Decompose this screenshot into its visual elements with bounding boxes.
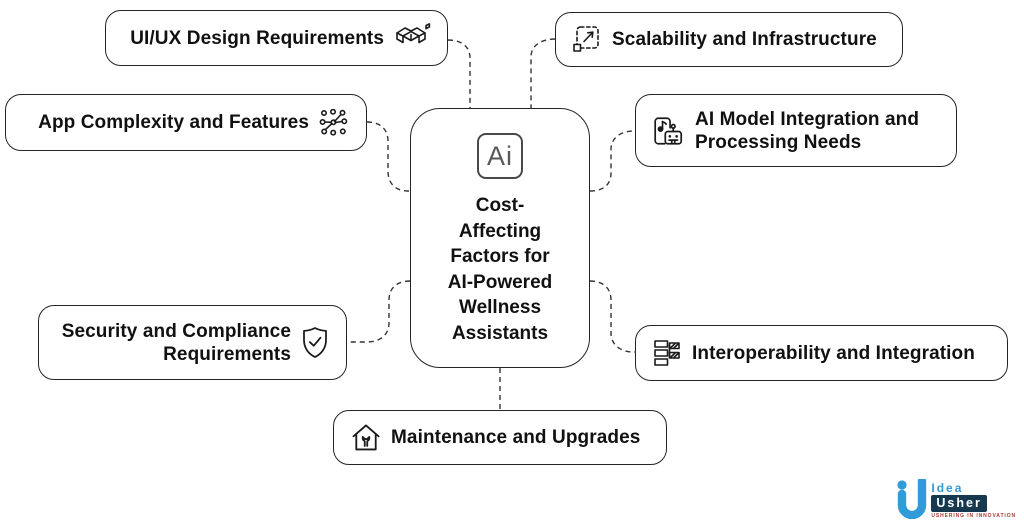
idea-usher-wordmark: Idea Usher USHERING IN INNOVATION: [931, 482, 1016, 519]
connector-aimodel-center: [589, 130, 635, 192]
central-title-line: Factors for: [450, 246, 550, 267]
central-title-line: Assistants: [451, 322, 549, 344]
node-label: Interoperability and Integration: [692, 342, 975, 364]
central-title-line: Wellness: [458, 297, 542, 318]
node-label: Scalability and Infrastructure: [612, 29, 877, 50]
isometric-m-icon: [396, 23, 431, 44]
network-graph-icon: [319, 109, 348, 136]
node-maintenance-upgrades: Maintenance and Upgrades: [333, 410, 667, 465]
node-label: UI/UX Design Requirements: [130, 27, 384, 49]
node-scalability-infrastructure: Scalability and Infrastructure: [555, 12, 903, 67]
central-title-line: Affecting: [458, 220, 542, 242]
connector-uiux-center: [447, 39, 471, 108]
node-app-complexity-features: App Complexity and Features: [5, 94, 367, 151]
node-label: AI Model Integration and Processing Need…: [695, 108, 920, 153]
node-label: Maintenance and Upgrades: [391, 427, 641, 448]
brand-idea-text: Idea: [931, 481, 964, 495]
house-wrench-icon: [352, 424, 380, 450]
central-title-line: Cost-: [475, 195, 525, 216]
node-ai-model-integration: AI Model Integration and Processing Need…: [635, 94, 957, 167]
shield-check-icon: [303, 327, 327, 358]
central-title: Cost- Affecting Factors for AI-Powered W…: [448, 193, 553, 346]
ai-badge-text: Ai: [486, 140, 513, 171]
expand-arrow-icon: [573, 26, 599, 52]
node-security-compliance-requirements: Security and Compliance Requirements: [38, 305, 347, 380]
layers-stack-icon: [654, 339, 680, 366]
connector-security-center: [347, 280, 411, 343]
connector-interop-center: [589, 280, 635, 353]
idea-usher-u-mark: [897, 479, 927, 519]
robot-device-icon: [654, 116, 683, 145]
connector-scalability-center: [530, 38, 556, 108]
node-uiux-design-requirements: UI/UX Design Requirements: [105, 10, 448, 66]
node-label: Security and Compliance Requirements: [61, 320, 291, 365]
idea-usher-logo: Idea Usher USHERING IN INNOVATION: [895, 479, 1016, 519]
node-label: App Complexity and Features: [38, 112, 309, 133]
brand-tagline: USHERING IN INNOVATION: [931, 513, 1016, 519]
connector-app-center: [366, 121, 410, 192]
central-title-line: AI-Powered: [447, 271, 553, 293]
brand-usher-text: Usher: [931, 495, 987, 512]
central-node: Ai Cost- Affecting Factors for AI-Powere…: [410, 108, 590, 368]
ai-badge-icon: Ai: [477, 133, 523, 179]
node-interoperability-integration: Interoperability and Integration: [635, 325, 1008, 381]
